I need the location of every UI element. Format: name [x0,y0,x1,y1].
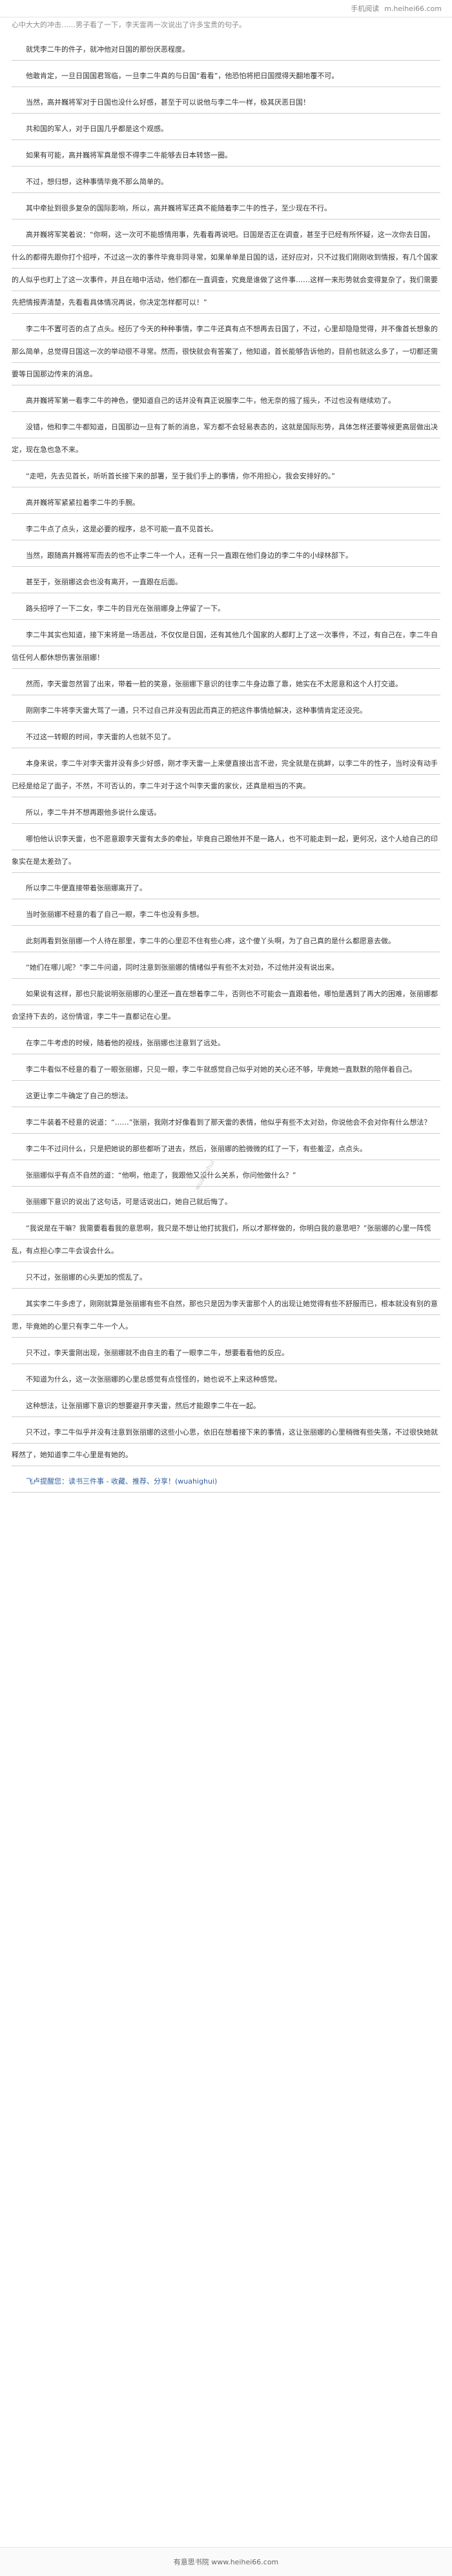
story-paragraph: 所以李二牛便直接带着张丽娜离开了。 [12,877,440,899]
story-paragraph: 只不过，李二牛似乎并没有注意到张丽娜的这些小心思，依旧在想着接下来的事情，这让张… [12,1421,440,1466]
story-paragraph: “我说是在干嘛？我需要看看我的意思啊，我只是不想让他打扰我们，所以才那样做的，你… [12,1217,440,1262]
story-paragraph: 就凭李二牛的件子，就冲他对日国的那份厌恶程度。 [12,38,440,61]
story-paragraph: 在李二牛考虑的时候，随着他的视线，张丽娜也注意到了远处。 [12,1032,440,1054]
site-domain-link[interactable]: m.heihei66.com [384,4,442,13]
story-paragraph: 李二牛装着不经意的说道：“……”张丽，我刚才好像看到了那天雷的表情，他似乎有些不… [12,1111,440,1134]
story-paragraph: 不知道为什么，这一次张丽娜的心里总感觉有点怪怪的，她也说不上来这种感觉。 [12,1368,440,1391]
top-bar: 手机阅读 m.heihei66.com [0,0,452,17]
story-paragraph: 哪怕他认识李天雷，也不愿意跟李天雷有太多的牵扯，毕竟自己跟他并不是一路人，也不可… [12,828,440,873]
story-paragraph: 当然，跟随高并巍将军而去的也不止李二牛一个人，还有一只一直跟在他们身边的李二牛的… [12,544,440,567]
story-paragraph: 没错，他和李二牛都知道，日国那边一旦有了新的消息，军方都不会轻易表态的，这就是国… [12,416,440,461]
story-paragraph: 其中牵扯到很多复杂的国际影响，所以，高并巍将军还真不能随着李二牛的性子，至少现在… [12,197,440,220]
story-paragraph: 李二牛点了点头，这是必要的程序，总不可能一直不见首长。 [12,518,440,540]
story-paragraph: 高并巍将军紧紧拉着李二牛的手腕。 [12,491,440,514]
mobile-reading-link[interactable]: 手机阅读 [351,5,380,13]
footer-site-link[interactable]: 有意思书院 www.heihei66.com [173,2558,279,2566]
chapter-lead-fragment: 心中大大的冲击……男子看了一下，李天雷再一次说出了许多宝贵的句子。 [12,21,246,29]
story-paragraph: 李二牛看似不经意的看了一眼张丽娜，只见一眼，李二牛就感觉自己似乎对她的关心还不够… [12,1058,440,1081]
story-paragraph: 他敢肯定，一旦日国国君驾临，一旦李二牛真的与日国“看看”，他恐怕将把日国搅得天翻… [12,65,440,87]
story-paragraph: 如果有可能，高并巍将军真是恨不得李二牛能够去日本转悠一圈。 [12,144,440,167]
story-paragraph: 李二牛不过问什么，只是把她说的那些都听了进去，然后，张丽娜的脸微微的红了一下，有… [12,1138,440,1160]
page-footer: 有意思书院 www.heihei66.com [0,2547,452,2576]
story-paragraph: 不过，想归想，这种事情毕竟不那么简单的。 [12,170,440,193]
story-paragraph: 高并巍将军第一看李二牛的神色，便知道自己的话并没有真正说服李二牛，他无奈的摇了摇… [12,389,440,412]
story-paragraph: 其实李二牛多虑了，刚刚就算是张丽娜有些不自然，那也只是因为李天雷那个人的出现让她… [12,1293,440,1338]
story-paragraph: 张丽娜似乎有点不自然的道：“他啊，他走了，我跟他又没什么关系，你问他做什么？” [12,1164,440,1187]
story-paragraph: 路头招呼了一下二女，李二牛的目光在张丽娜身上停留了一下。 [12,597,440,620]
story-paragraph: 只不过，张丽娜的心头更加的慌乱了。 [12,1266,440,1289]
story-paragraph: 只不过，李天雷刚出现，张丽娜就不由自主的看了一眼李二牛，想要看看他的反应。 [12,1342,440,1364]
story-paragraph: 李二牛不置可否的点了点头。经历了今天的种种事情，李二牛还真有点不想再去日国了，不… [12,318,440,385]
story-paragraph: 张丽娜下意识的说出了这句话，可是话说出口，她自己就后悔了。 [12,1191,440,1213]
story-paragraph: 刚刚李二牛将李天雷大骂了一通，只不过自己并没有因此而真正的把这件事情给解决，这种… [12,699,440,722]
story-paragraph: 这种想法，让张丽娜下意识的想要避开李天雷，然后才能跟李二牛在一起。 [12,1395,440,1417]
story-paragraph: 当时张丽娜不经意的看了自己一眼，李二牛也没有多想。 [12,903,440,926]
chapter-content: 就凭李二牛的件子，就冲他对日国的那份厌恶程度。他敢肯定，一旦日国国君驾临，一旦李… [0,33,452,1493]
story-paragraph: “走吧，先去见首长，听听首长接下来的部署，至于我们手上的事情，你不用担心，我会安… [12,465,440,487]
story-paragraph: 所以，李二牛并不想再跟他多说什么废话。 [12,801,440,824]
story-paragraph: 当然，高并巍将军对于日国也没什么好感，甚至于可以说他与李二牛一样，极其厌恶日国！ [12,91,440,114]
story-paragraph: 不过这一转眼的时间，李天雷的人也就不见了。 [12,726,440,748]
story-paragraph: 共和国的军人，对于日国几乎都是这个观感。 [12,118,440,140]
story-paragraph: 李二牛其实也知道，接下来将是一场恶战，不仅仅是日国，还有其他几个国家的人都盯上了… [12,624,440,669]
story-paragraph: 此刻再看到张丽娜一个人待在那里，李二牛的心里忍不住有些心疼，这个傻丫头啊，为了自… [12,930,440,952]
closing-note: 飞卢提醒您：读书三件事 - 收藏、推荐、分享！(wuahighui) [12,1470,440,1493]
site-nav: 手机阅读 m.heihei66.com [351,3,442,14]
story-paragraph: 如果说有这样，那也只能说明张丽娜的心里还一直在想着李二牛，否则也不可能会一直跟着… [12,983,440,1028]
story-paragraph: 本身来说，李二牛对李天雷并没有多少好感，刚才李天雷一上来便直接出言不逊，完全就是… [12,752,440,797]
story-paragraph: 甚至于，张丽娜这会也没有离开，一直跟在后面。 [12,571,440,593]
story-paragraph: 这更让李二牛确定了自己的想法。 [12,1085,440,1107]
story-paragraph: 高并巍将军笑着说：“你啊，这一次可不能感情用事，先看看再说吧。日国是否正在调查，… [12,223,440,314]
story-paragraph: 然而，李天雷忽然冒了出来，带着一脸的笑意，张丽娜下意识的往李二牛身边靠了靠，她实… [12,673,440,695]
story-paragraph: “她们在哪儿呢？”李二牛问道，同时注意到张丽娜的情绪似乎有些不太对劲，不过他并没… [12,956,440,979]
